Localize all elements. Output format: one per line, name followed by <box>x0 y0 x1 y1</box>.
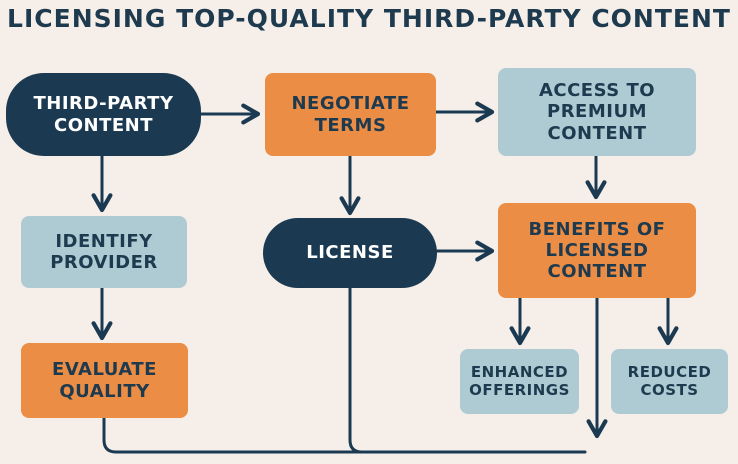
node-line: NEGOTIATE <box>291 93 410 115</box>
page-title: LICENSING TOP-QUALITY THIRD-PARTY CONTEN… <box>7 4 731 33</box>
connector-evaluate-bottom <box>102 416 587 454</box>
node-third-party-content: THIRD-PARTY CONTENT <box>6 73 201 156</box>
node-line: LICENSED <box>545 239 649 261</box>
node-line: ENHANCED <box>470 362 569 381</box>
node-identify-provider: IDENTIFY PROVIDER <box>21 216 187 288</box>
node-line: TERMS <box>314 114 387 136</box>
node-line: CONTENT <box>547 122 647 144</box>
node-negotiate-terms: NEGOTIATE TERMS <box>265 73 436 156</box>
node-line: ACCESS TO <box>538 80 656 102</box>
node-line: IDENTIFY <box>55 230 153 252</box>
node-line: EVALUATE <box>52 359 157 381</box>
node-reduced-costs: REDUCED COSTS <box>611 349 728 414</box>
node-line: REDUCED <box>627 362 712 381</box>
node-line: PROVIDER <box>50 252 158 273</box>
node-line: COSTS <box>640 380 699 399</box>
node-benefits-licensed-content: BENEFITS OF LICENSED CONTENT <box>498 203 696 298</box>
node-line: OFFERINGS <box>469 380 570 399</box>
node-access-premium-content: ACCESS TO PREMIUM CONTENT <box>498 68 696 156</box>
node-line: BENEFITS OF <box>528 218 666 240</box>
node-line: CONTENT <box>54 114 153 136</box>
node-license: LICENSE <box>263 218 437 288</box>
node-line: THIRD-PARTY <box>33 93 174 115</box>
connector-license-bottom <box>348 286 364 454</box>
node-line: LICENSE <box>306 242 394 264</box>
node-line: PREMIUM <box>547 101 647 123</box>
node-enhanced-offerings: ENHANCED OFFERINGS <box>460 349 579 414</box>
node-line: QUALITY <box>59 380 150 402</box>
node-line: CONTENT <box>547 261 647 283</box>
node-evaluate-quality: EVALUATE QUALITY <box>21 343 188 418</box>
